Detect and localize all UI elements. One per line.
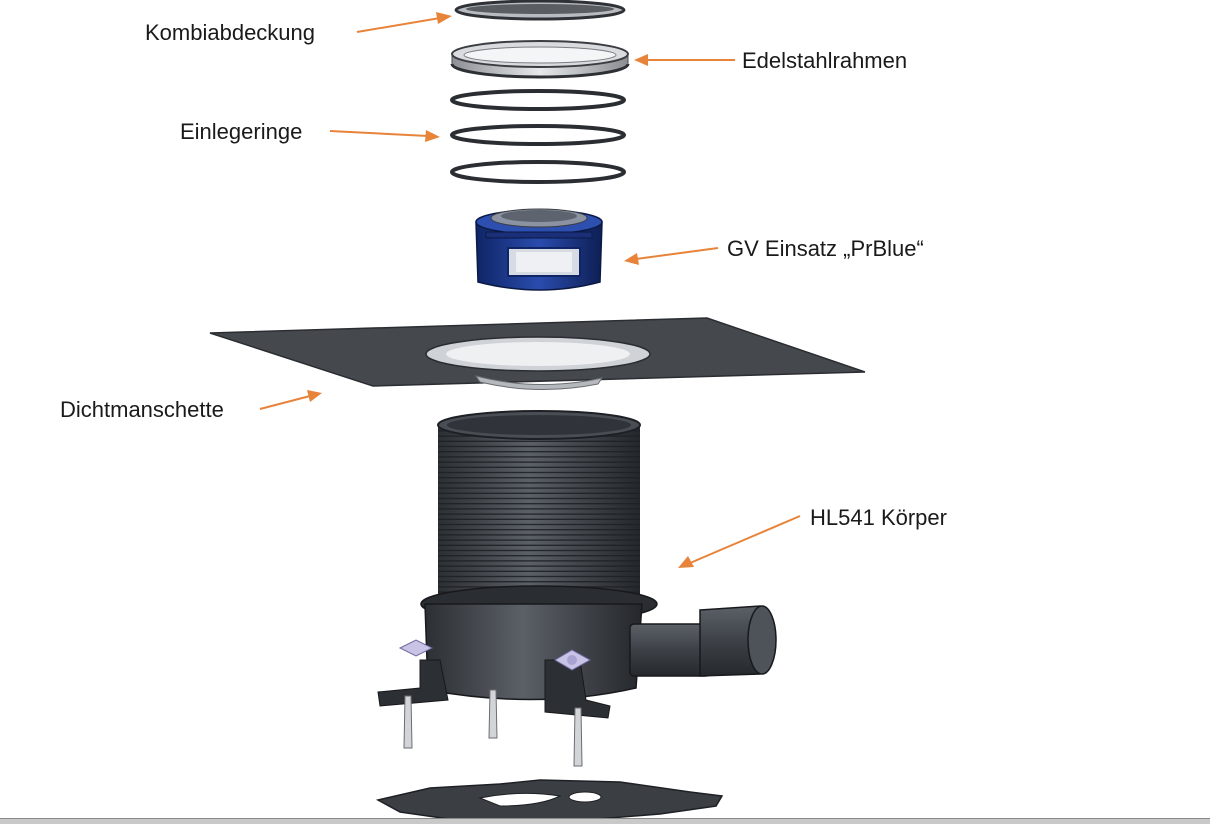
- annotation-arrows: [259, 12, 801, 568]
- arrow-gv-einsatz: [624, 247, 719, 265]
- einlegeringe-part: [450, 89, 626, 184]
- bottom-divider: [0, 818, 1210, 824]
- kombiabdeckung-part: [454, 0, 626, 21]
- arrow-edelstahlrahmen: [634, 54, 735, 66]
- label-gv-einsatz: GV Einsatz „PrBlue“: [727, 236, 924, 261]
- label-dichtmanschette: Dichtmanschette: [60, 397, 224, 422]
- label-edelstahlrahmen: Edelstahlrahmen: [742, 48, 908, 73]
- label-einlegeringe: Einlegeringe: [180, 119, 303, 144]
- label-koerper: HL541 Körper: [810, 505, 947, 530]
- edelstahlrahmen-part: [450, 40, 630, 79]
- dichtmanschette-part: [209, 317, 866, 391]
- arrow-dichtmanschette: [259, 390, 322, 410]
- koerper-part: [375, 410, 777, 823]
- arrow-kombiabdeckung: [356, 12, 452, 33]
- arrow-koerper: [678, 515, 801, 568]
- label-kombiabdeckung: Kombiabdeckung: [145, 20, 316, 45]
- arrow-einlegeringe: [329, 130, 440, 142]
- gv-einsatz-part: [475, 208, 603, 291]
